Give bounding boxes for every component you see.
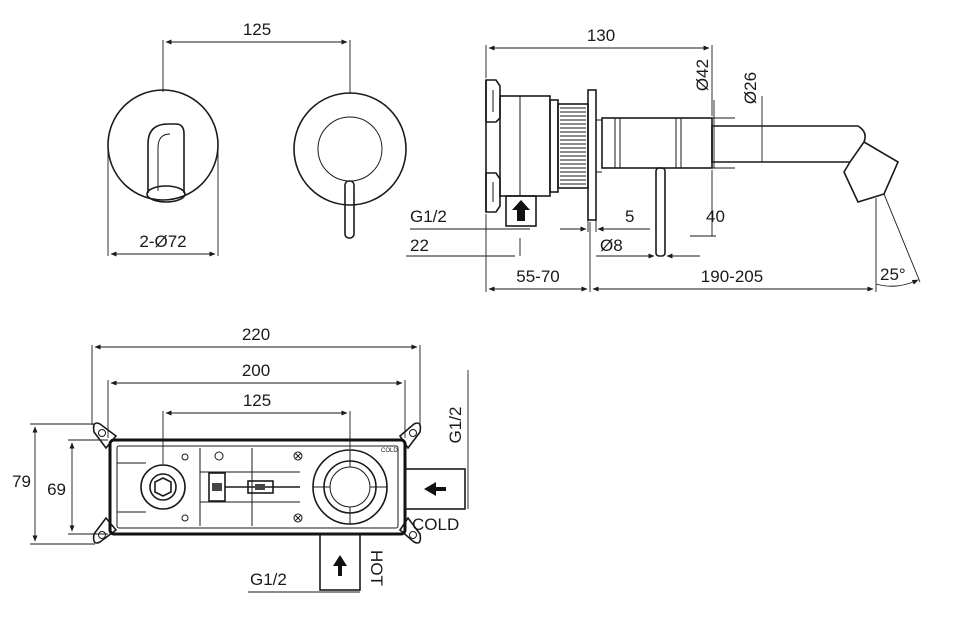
dim-label: Ø26 [741,72,760,104]
front-view-handle [293,92,407,239]
dim-d8: Ø8 [596,236,700,259]
thread-lines [560,107,586,185]
dim-g12-bottom: G1/2 [248,570,360,593]
dim-label: 25° [880,265,906,284]
dim-label: 220 [242,325,270,344]
dim-label: G1/2 [446,407,465,444]
dim-g12-top: G1/2 [410,207,530,230]
dim-label: 79 [12,472,31,491]
dim-69: 69 [47,439,108,535]
dim-label: 55-70 [516,267,559,286]
dim-label: 22 [410,236,429,255]
dim-125-top: 125 [162,20,351,94]
dim-2x72: 2-Ø72 [107,145,219,257]
dim-label: 190-205 [701,267,763,286]
dim-40: 40 [690,170,725,237]
dim-label: 125 [243,20,271,39]
front-view-spout [107,89,219,203]
dim-label: 200 [242,361,270,380]
dim-label: 2-Ø72 [139,232,186,251]
dim-label: G1/2 [410,207,447,226]
dim-190-205: 190-205 [592,198,877,292]
dim-25deg: 25° [875,193,921,287]
dim-label: Ø8 [600,236,623,255]
side-view [485,79,900,257]
dim-label: 5 [625,207,634,226]
dim-5: 5 [560,205,650,232]
dim-79: 79 [12,423,95,545]
dim-55-70: 55-70 [485,214,591,292]
dim-d42: Ø42 [693,59,735,169]
cold-label: COLD [412,515,459,534]
dim-220: 220 [91,325,421,425]
hot-label: HOT [367,550,386,586]
dim-125-bottom: 125 [162,391,351,464]
dim-22: 22 [406,236,521,257]
dim-label: G1/2 [250,570,287,589]
dim-label: 125 [243,391,271,410]
dim-label: 130 [587,26,615,45]
dim-label: 40 [706,207,725,226]
dim-d26: Ø26 [741,72,763,162]
dim-label: Ø42 [693,59,712,91]
dim-200: 200 [107,361,406,438]
dim-label: 69 [47,480,66,499]
cold-small-label: COLD [381,448,398,454]
dim-130: 130 [485,26,713,116]
dim-g12-right: G1/2 [446,370,469,509]
rough-in-box: COLD [92,422,466,591]
